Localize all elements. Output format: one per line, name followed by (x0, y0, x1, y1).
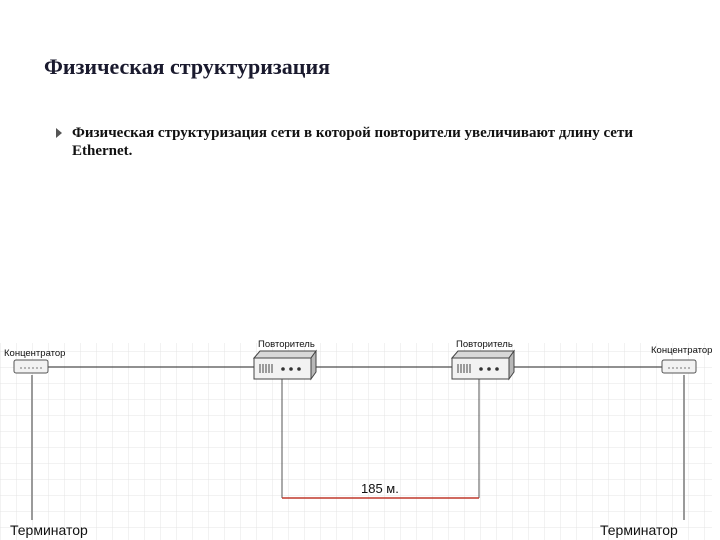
bullet-item: Физическая структуризация сети в которой… (56, 124, 696, 160)
distance-label: 185 м. (361, 481, 399, 496)
hub-right-body (661, 359, 697, 374)
hub-right (661, 359, 697, 374)
repeater-right-top (450, 350, 515, 359)
terminator-left-label: Терминатор (10, 522, 88, 538)
hub-right-label: Концентратор (651, 345, 712, 356)
network-diagram-canvas: Концентратор Концентратор Повторитель (0, 339, 712, 540)
network-diagram: Концентратор Концентратор Повторитель (0, 335, 720, 540)
repeater-left-label: Повторитель (258, 339, 315, 350)
hub-left (13, 359, 49, 374)
slide-title: Физическая структуризация (44, 54, 331, 79)
repeater-right-label: Повторитель (456, 339, 513, 350)
hub-left-body (13, 359, 49, 374)
terminator-right-label: Терминатор (600, 522, 678, 538)
grid-background (0, 343, 712, 540)
repeater-right (450, 349, 515, 381)
hub-left-label: Концентратор (4, 348, 65, 359)
repeater-left (252, 349, 317, 381)
bullet-arrow-icon (56, 128, 62, 138)
bullet-text: Физическая структуризация сети в которой… (72, 125, 633, 159)
repeater-left-top (252, 350, 317, 359)
